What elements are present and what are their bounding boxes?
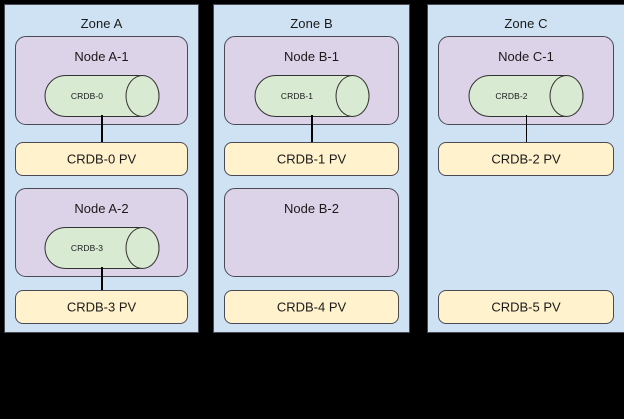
database-cylinder-crdb-1[interactable]: CRDB-1 bbox=[254, 75, 369, 117]
node-title-c-1: Node C-1 bbox=[498, 49, 554, 64]
node-title-b-1: Node B-1 bbox=[284, 49, 339, 64]
database-label-crdb-3: CRDB-3 bbox=[70, 243, 104, 253]
cylinder-end-cap bbox=[125, 75, 159, 117]
pv-box-crdb-0[interactable]: CRDB-0 PV bbox=[15, 142, 188, 176]
pv-label-crdb-2: CRDB-2 PV bbox=[491, 151, 561, 167]
pv-label-crdb-0: CRDB-0 PV bbox=[66, 151, 137, 167]
zone-container-b[interactable]: Zone B Node B-1 CRDB-1 CRDB-1 PV Node B-… bbox=[213, 4, 410, 333]
node-box-a-1[interactable]: Node A-1 CRDB-0 bbox=[15, 36, 188, 125]
database-label-crdb-1: CRDB-1 bbox=[280, 91, 314, 101]
pv-label-crdb-1: CRDB-1 PV bbox=[276, 151, 347, 167]
node-title-b-2: Node B-2 bbox=[284, 201, 339, 216]
zone-container-c[interactable]: Zone C Node C-1 CRDB-2 CRDB-2 PV CRDB-5 … bbox=[427, 4, 624, 333]
connector-a-2 bbox=[101, 267, 103, 291]
database-label-crdb-0: CRDB-0 bbox=[70, 91, 104, 101]
pv-label-crdb-5: CRDB-5 PV bbox=[491, 299, 561, 315]
node-box-a-2[interactable]: Node A-2 CRDB-3 bbox=[15, 188, 188, 277]
node-box-b-1[interactable]: Node B-1 CRDB-1 bbox=[224, 36, 399, 125]
zone-title-c: Zone C bbox=[504, 16, 548, 31]
database-cylinder-crdb-3[interactable]: CRDB-3 bbox=[44, 227, 159, 269]
pv-box-crdb-2[interactable]: CRDB-2 PV bbox=[438, 142, 614, 176]
database-cylinder-crdb-2[interactable]: CRDB-2 bbox=[468, 75, 584, 117]
node-box-c-1[interactable]: Node C-1 CRDB-2 bbox=[438, 36, 614, 125]
connector-b-1 bbox=[311, 115, 313, 143]
pv-label-crdb-4: CRDB-4 PV bbox=[276, 299, 347, 315]
pv-box-crdb-3[interactable]: CRDB-3 PV bbox=[15, 290, 188, 324]
cylinder-end-cap bbox=[125, 227, 159, 269]
connector-a-1 bbox=[101, 115, 103, 143]
cylinder-end-cap bbox=[549, 75, 584, 117]
connector-c-1 bbox=[525, 115, 527, 143]
cylinder-end-cap bbox=[335, 75, 369, 117]
pv-box-crdb-5[interactable]: CRDB-5 PV bbox=[438, 290, 614, 324]
pv-label-crdb-3: CRDB-3 PV bbox=[66, 299, 137, 315]
database-cylinder-crdb-0[interactable]: CRDB-0 bbox=[44, 75, 159, 117]
node-title-a-1: Node A-1 bbox=[74, 49, 129, 64]
database-label-crdb-2: CRDB-2 bbox=[495, 91, 528, 101]
pv-box-crdb-4[interactable]: CRDB-4 PV bbox=[224, 290, 399, 324]
zone-container-a[interactable]: Zone A Node A-1 CRDB-0 CRDB-0 PV Node A-… bbox=[4, 4, 199, 333]
node-box-b-2[interactable]: Node B-2 bbox=[224, 188, 399, 277]
zone-title-b: Zone B bbox=[290, 16, 333, 31]
pv-box-crdb-1[interactable]: CRDB-1 PV bbox=[224, 142, 399, 176]
node-title-a-2: Node A-2 bbox=[74, 201, 129, 216]
zone-title-a: Zone A bbox=[80, 16, 123, 31]
